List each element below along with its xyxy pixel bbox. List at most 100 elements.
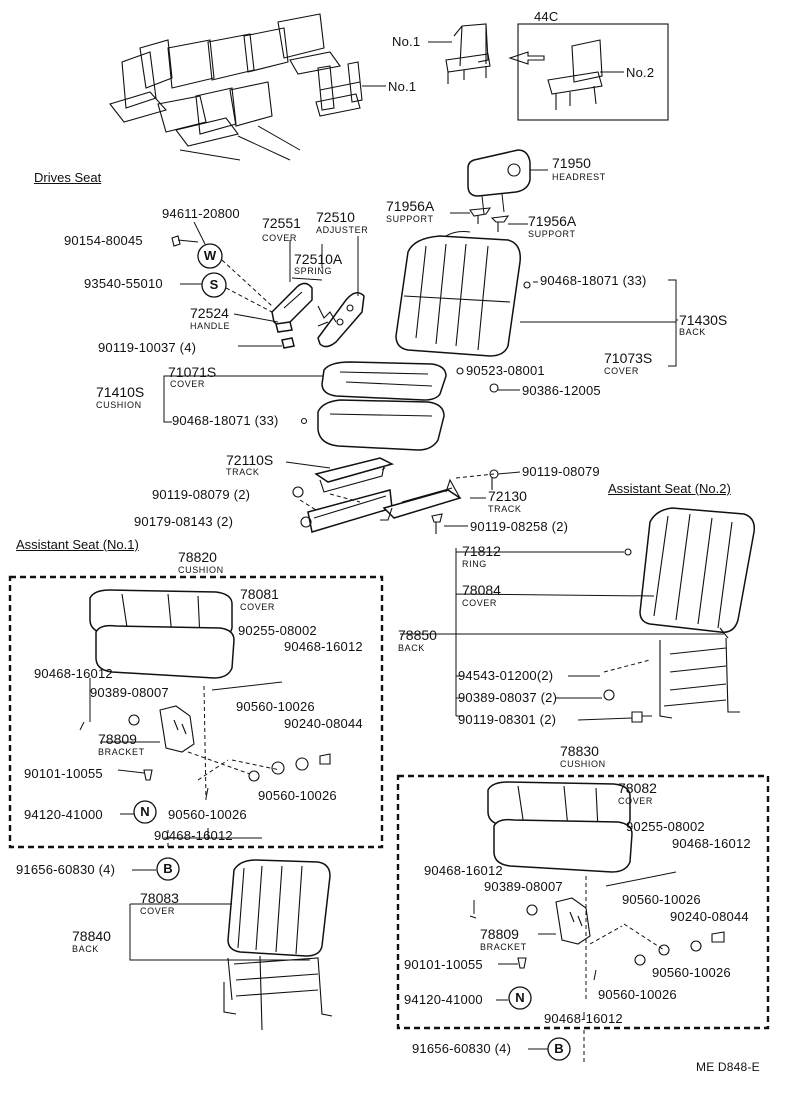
part-90560-10026-b: 90560-10026: [258, 788, 337, 803]
part-78081-number: 78081: [240, 586, 279, 602]
part-93540-55010: 93540-55010: [84, 276, 163, 291]
part-90119-08301: 90119-08301 (2): [458, 712, 557, 727]
section-drives-seat: Drives Seat: [34, 170, 102, 185]
part-71430s-name: BACK: [679, 327, 706, 337]
part-91656-60830-b: 91656-60830 (4): [412, 1041, 512, 1056]
seat-cushion-part: [317, 361, 447, 451]
symbol-s: [201, 272, 227, 298]
headrest-part: [467, 149, 531, 215]
part-71073s-name: COVER: [604, 366, 640, 376]
part-78840-number: 78840: [72, 928, 111, 944]
symbol-b2-letter: B: [554, 1041, 564, 1056]
part-90119-10037: 90119-10037 (4): [98, 340, 197, 355]
symbol-n1: [133, 800, 157, 824]
part-90468-18071-b: 90468-18071 (33): [172, 413, 279, 428]
part-78809-number-b: 78809: [480, 926, 519, 942]
part-72510-number: 72510: [316, 209, 355, 225]
part-72524-name: HANDLE: [190, 321, 231, 331]
part-90101-10055-b: 90101-10055: [404, 957, 483, 972]
part-78820-number: 78820: [178, 549, 217, 565]
part-90240-08044-a: 90240-08044: [284, 716, 363, 731]
part-72510a-name: SPRING: [294, 266, 333, 276]
part-78809-name-b: BRACKET: [480, 942, 527, 952]
part-90468-16012-d: 90468-16012: [672, 836, 751, 851]
part-71430s-number: 71430S: [679, 312, 728, 328]
footer-code: ME D848-E: [696, 1060, 760, 1074]
part-90255-08002-a: 90255-08002: [238, 623, 317, 638]
part-78084-number: 78084: [462, 582, 501, 598]
part-71812-name: RING: [462, 559, 487, 569]
part-78809-number-a: 78809: [98, 731, 137, 747]
part-78083-number: 78083: [140, 890, 179, 906]
part-78083-name: COVER: [140, 906, 176, 916]
part-90255-08002-b: 90255-08002: [626, 819, 705, 834]
part-72524-number: 72524: [190, 305, 229, 321]
part-71950-number: 71950: [552, 155, 591, 171]
part-78081-name: COVER: [240, 602, 276, 612]
part-71956a-name-a: SUPPORT: [386, 214, 434, 224]
part-90119-08079-b: 90119-08079 (2): [152, 487, 251, 502]
arrow-left-icon: [508, 51, 545, 65]
part-72510a-number: 72510A: [294, 251, 343, 267]
part-90560-10026-c: 90560-10026: [168, 807, 247, 822]
part-78082-number: 78082: [618, 780, 657, 796]
part-90468-16012-e: 90468-16012: [424, 863, 503, 878]
part-90523-08001: 90523-08001: [466, 363, 545, 378]
part-90560-10026-a: 90560-10026: [236, 699, 315, 714]
symbol-w-letter: W: [203, 248, 217, 263]
part-94120-41000-b: 94120-41000: [404, 992, 483, 1007]
part-78082-name: COVER: [618, 796, 654, 806]
part-90389-08037: 90389-08037 (2): [458, 690, 558, 705]
no1-back-part: [223, 859, 333, 1031]
part-72110s-name: TRACK: [226, 467, 260, 477]
part-90154-80045: 90154-80045: [64, 233, 143, 248]
seat-back-part: [395, 230, 521, 357]
part-90386-12005: 90386-12005: [522, 383, 601, 398]
symbol-n2-letter: N: [515, 990, 525, 1005]
part-71956a-number-a: 71956A: [386, 198, 435, 214]
part-90389-08007-b: 90389-08007: [484, 879, 563, 894]
part-72130-name: TRACK: [488, 504, 522, 514]
part-71950-name: HEADREST: [552, 172, 606, 182]
part-90119-08079-a: 90119-08079: [522, 464, 600, 479]
seat-44c-outline: [547, 39, 624, 110]
symbol-s-letter: S: [209, 277, 219, 292]
part-71956a-number-b: 71956A: [528, 213, 577, 229]
part-78850-name: BACK: [398, 643, 425, 653]
part-90468-16012-a: 90468-16012: [284, 639, 363, 654]
part-71812-number: 71812: [462, 543, 501, 559]
part-71410s-number: 71410S: [96, 384, 145, 400]
part-90468-18071-a: 90468-18071 (33): [540, 273, 647, 288]
part-90468-16012-c: 90468-16012: [154, 828, 233, 843]
part-72110s-number: 72110S: [226, 452, 274, 468]
overview-no1-a-label: No.1: [392, 34, 421, 49]
part-90389-08007-a: 90389-08007: [90, 685, 169, 700]
overview-no1-b-label: No.1: [388, 79, 417, 94]
part-72510-name: ADJUSTER: [316, 225, 369, 235]
symbol-n1-letter: N: [140, 804, 150, 819]
symbol-b1: [156, 857, 180, 881]
part-78850-number: 78850: [398, 627, 437, 643]
part-78084-name: COVER: [462, 598, 498, 608]
part-71956a-name-b: SUPPORT: [528, 229, 576, 239]
part-78830-number: 78830: [560, 743, 599, 759]
part-90560-10026-e: 90560-10026: [652, 965, 731, 980]
part-72130-number: 72130: [488, 488, 527, 504]
part-94543-01200: 94543-01200(2): [458, 668, 554, 683]
part-90468-16012-f: 90468-16012: [544, 1011, 623, 1026]
adjuster-parts: [271, 282, 365, 349]
part-78840-name: BACK: [72, 944, 99, 954]
part-78809-name-a: BRACKET: [98, 747, 145, 757]
part-91656-60830-a: 91656-60830 (4): [16, 862, 116, 877]
part-71071s-number: 71071S: [168, 364, 217, 380]
part-72551-name: COVER: [262, 233, 298, 243]
section-assistant-no1: Assistant Seat (No.1): [16, 537, 139, 552]
seat-track-parts: [292, 457, 499, 534]
part-72551-number: 72551: [262, 215, 301, 231]
symbol-w: [197, 243, 223, 269]
part-71410s-name: CUSHION: [96, 400, 142, 410]
no1-cushion-part: [89, 589, 235, 679]
seat-no1-outline: [445, 23, 491, 84]
